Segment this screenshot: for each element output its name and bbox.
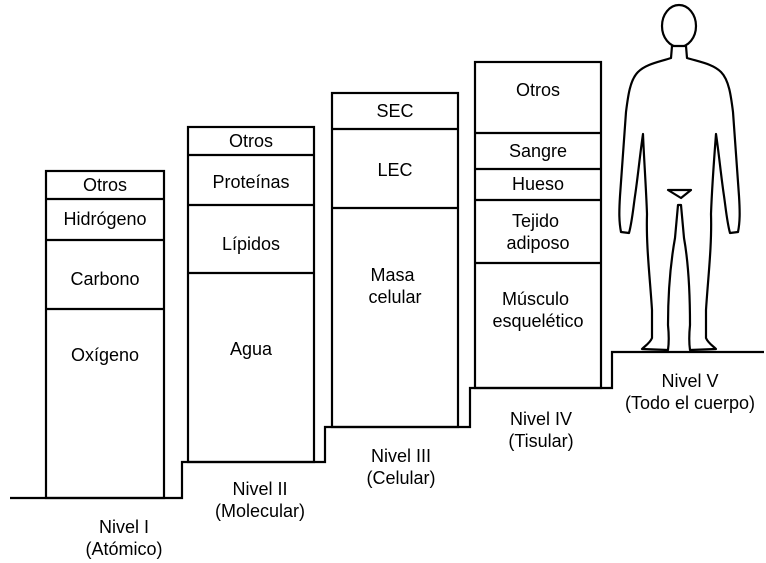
level-2-box [186,125,316,464]
level-1-title: Nivel I [99,517,149,537]
level-3-column: SEC LEC Masa celular [330,91,460,429]
groin-mark [666,188,693,200]
head-shape [660,3,698,49]
level-4-subtitle: (Tisular) [508,431,573,451]
segment-label: Otros [229,131,273,151]
segment-label: Otros [83,175,127,195]
segment-label: Carbono [70,269,139,289]
level-1-subtitle: (Atómico) [85,539,162,559]
level-4-box [473,60,603,390]
segment-label: Hueso [512,174,564,194]
segment-label-line-1: Tejido [512,211,559,231]
segment-label-line-2: esquelético [492,311,583,331]
level-4-column: Otros Sangre Hueso Tejido adiposo Múscul… [473,60,603,390]
segment-label: Sangre [509,141,567,161]
level-5-subtitle: (Todo el cuerpo) [625,393,755,413]
human-body-outline-icon [618,3,741,352]
segment-label: Tejido adiposo [506,211,569,253]
segment-label-line-1: Músculo [502,289,569,309]
segment-label: Lípidos [222,234,280,254]
segment-label: Hidrógeno [63,209,146,229]
level-2-column: Otros Proteínas Lípidos Agua [186,125,316,464]
level-4-title: Nivel IV [510,409,572,429]
level-5-title: Nivel V [661,371,718,391]
level-2-subtitle: (Molecular) [215,501,305,521]
segment-label-line-1: Masa [370,265,415,285]
segment-label: Proteínas [212,172,289,192]
segment-label: Músculo esquelético [492,289,583,331]
level-1-box [44,169,166,500]
segment-label: Oxígeno [71,345,139,365]
segment-label: SEC [376,101,413,121]
level-2-title: Nivel II [232,479,287,499]
level-3-box [330,91,460,429]
level-3-subtitle: (Celular) [366,468,435,488]
level-1-column: Otros Hidrógeno Carbono Oxígeno [44,169,166,500]
segment-label-line-2: celular [368,287,421,307]
segment-label-line-2: adiposo [506,233,569,253]
segment-label: Otros [516,80,560,100]
segment-label: Agua [230,339,273,359]
level-3-title: Nivel III [371,446,431,466]
segment-label: LEC [377,160,412,180]
segment-label: Masa celular [368,265,421,307]
